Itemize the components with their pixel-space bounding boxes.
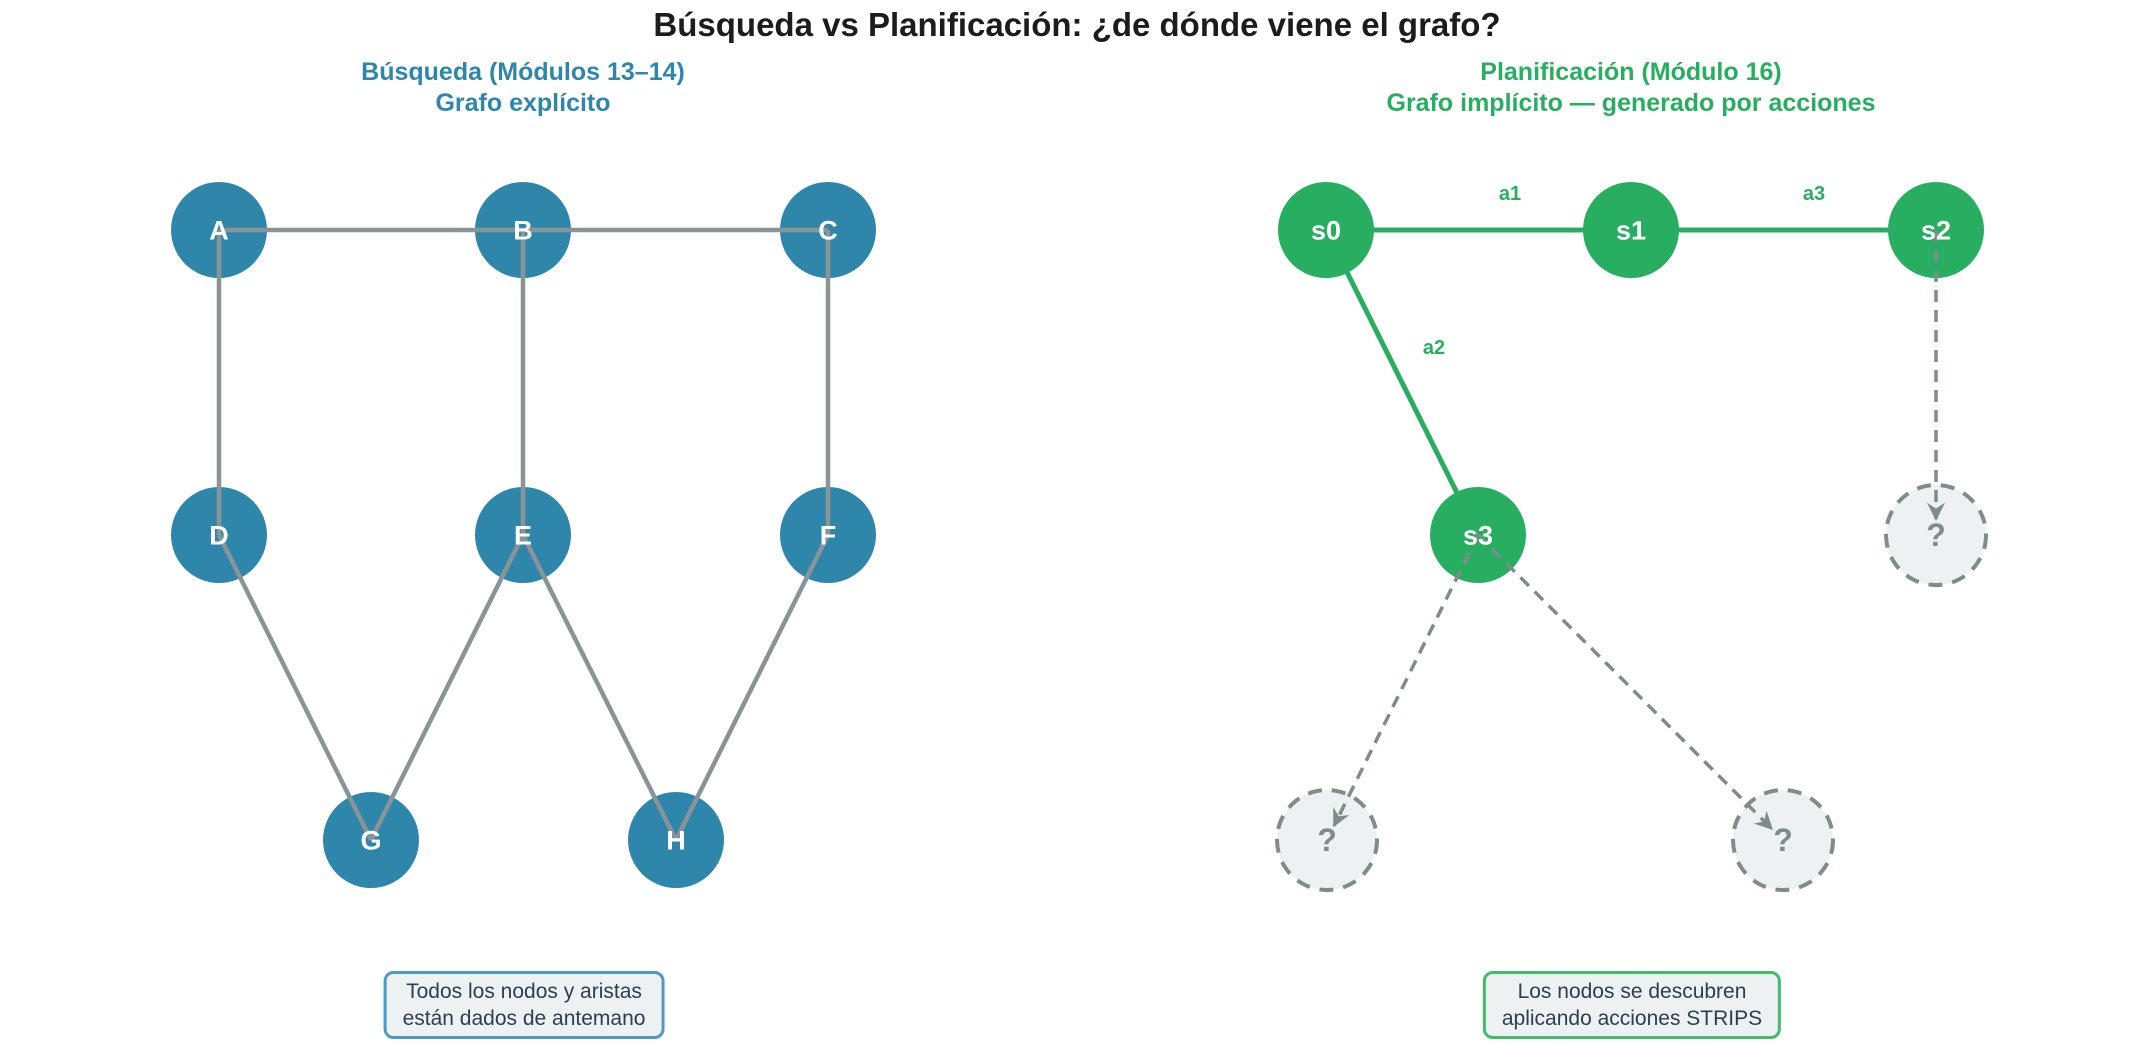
- node-label-s2: s2: [1921, 215, 1951, 245]
- right-caption-line1: Los nodos se descubren: [1517, 980, 1747, 1003]
- right-subtitle-line1: Planificación (Módulo 16): [1480, 58, 1782, 86]
- node-label-G: G: [360, 825, 381, 855]
- edge-E-G: [368, 533, 526, 842]
- dashed-edge-s3-q3: [1476, 533, 1773, 830]
- node-label-s1: s1: [1616, 215, 1646, 245]
- action-label-a1: a1: [1499, 183, 1521, 205]
- unknown-label-q3: ?: [1773, 822, 1793, 858]
- edge-D-G: [216, 533, 374, 842]
- action-label-a2: a2: [1423, 337, 1445, 359]
- node-label-D: D: [209, 520, 229, 550]
- node-label-E: E: [514, 520, 532, 550]
- left-caption-line1: Todos los nodos y aristas: [406, 980, 642, 1003]
- action-label-a3: a3: [1803, 183, 1825, 205]
- node-label-F: F: [820, 520, 837, 550]
- figure-title: Búsqueda vs Planificación: ¿de dónde vie…: [653, 6, 1501, 43]
- node-label-A: A: [209, 215, 229, 245]
- dashed-edge-s3-q2: [1332, 534, 1480, 828]
- right-caption-box: Los nodos se descubren aplicando accione…: [1482, 971, 1782, 1039]
- left-caption-box: Todos los nodos y aristas están dados de…: [383, 971, 665, 1039]
- unknown-node-q1: [1884, 483, 1988, 587]
- edge-E-H: [520, 533, 679, 842]
- node-label-C: C: [818, 215, 838, 245]
- left-panel-subtitle: Búsqueda (Módulos 13–14) Grafo explícito: [361, 57, 685, 119]
- edge-s0-s3: [1323, 228, 1481, 537]
- unknown-label-q1: ?: [1926, 517, 1946, 553]
- left-subtitle-line2: Grafo explícito: [435, 89, 611, 117]
- node-label-H: H: [666, 825, 686, 855]
- node-label-s3: s3: [1463, 520, 1493, 550]
- left-subtitle-line1: Búsqueda (Módulos 13–14): [361, 58, 685, 86]
- node-label-B: B: [513, 215, 533, 245]
- unknown-node-q2: [1275, 788, 1379, 892]
- left-caption-line2: están dados de antemano: [402, 1007, 646, 1030]
- right-caption-line2: aplicando acciones STRIPS: [1501, 1007, 1763, 1030]
- right-subtitle-line2: Grafo implícito — generado por acciones: [1386, 89, 1876, 117]
- node-label-s0: s0: [1311, 215, 1341, 245]
- edge-F-H: [673, 533, 831, 842]
- unknown-label-q2: ?: [1317, 822, 1337, 858]
- right-panel-subtitle: Planificación (Módulo 16) Grafo implícit…: [1387, 57, 1876, 119]
